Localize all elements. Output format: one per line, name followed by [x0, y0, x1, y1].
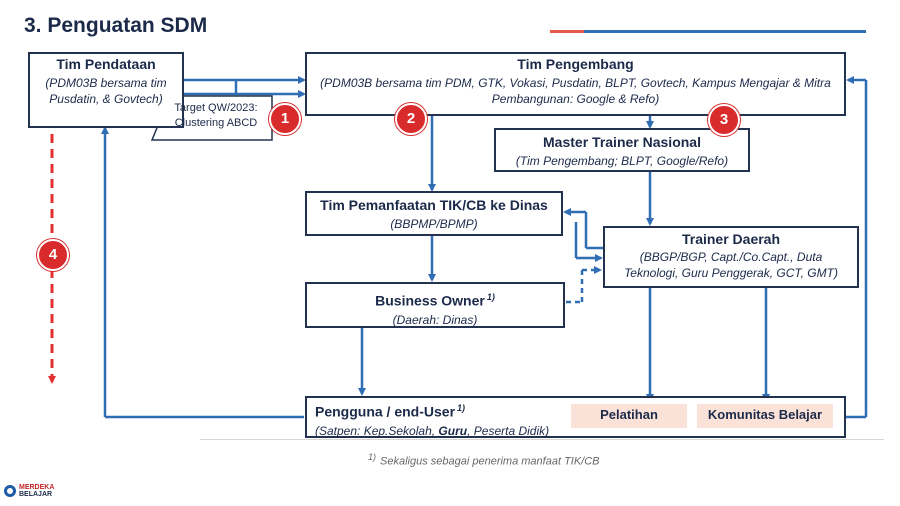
- business-owner-subtitle: (Daerah: Dinas): [392, 312, 478, 327]
- master-trainer-box: Master Trainer Nasional (Tim Pengembang;…: [494, 128, 750, 172]
- master-trainer-title: Master Trainer Nasional: [543, 134, 701, 150]
- master-trainer-subtitle: (Tim Pengembang; BLPT, Google/Refo): [515, 154, 729, 168]
- business-owner-footnote-mark: 1): [486, 292, 495, 302]
- tim-pemanfaatan-subtitle: (BBPMP/BPMP): [390, 217, 478, 231]
- pengguna-subtitle-a: (Satpen: Kep.Sekolah,: [315, 423, 439, 438]
- trainer-daerah-subtitle: (BBGP/BGP, Capt./Co.Capt., Duta Teknolog…: [624, 250, 838, 280]
- target-line1: Target QW/2023:: [174, 102, 258, 114]
- trainer-daerah-box: Trainer Daerah (BBGP/BGP, Capt./Co.Capt.…: [603, 226, 859, 288]
- step-badge-1: 1: [269, 103, 301, 135]
- tim-pengembang-subtitle: (PDM03B bersama tim PDM, GTK, Vokasi, Pu…: [320, 76, 831, 106]
- target-note: Target QW/2023: Clustering ABCD: [160, 101, 272, 131]
- business-owner-title: Business Owner: [375, 292, 485, 309]
- pengguna-subtitle: (Satpen: Kep.Sekolah, Guru, Peserta Didi…: [315, 421, 844, 439]
- pengguna-title: Pengguna / end-User: [315, 403, 456, 420]
- pengguna-footnote-mark: 1): [457, 403, 466, 413]
- komunitas-belajar-tag: Komunitas Belajar: [697, 404, 833, 428]
- page-title: 3. Penguatan SDM: [24, 14, 208, 37]
- merdeka-belajar-logo: MERDEKA BELAJAR: [4, 484, 54, 498]
- pengguna-subtitle-bold: Guru: [438, 423, 468, 438]
- tim-pendataan-title: Tim Pendataan: [56, 56, 156, 72]
- step-badge-4: 4: [37, 239, 69, 271]
- tim-pemanfaatan-box: Tim Pemanfaatan TIK/CB ke Dinas (BBPMP/B…: [305, 191, 563, 236]
- target-line2: Clustering ABCD: [174, 117, 258, 129]
- tim-pemanfaatan-title: Tim Pemanfaatan TIK/CB ke Dinas: [320, 197, 548, 213]
- footnote-text: Sekaligus sebagai penerima manfaat TIK/C…: [380, 455, 600, 468]
- trainer-daerah-title: Trainer Daerah: [681, 231, 781, 247]
- pelatihan-tag: Pelatihan: [571, 404, 687, 428]
- pengguna-subtitle-b: , Peserta Didik): [467, 423, 550, 438]
- logo-line2: BELAJAR: [19, 491, 53, 498]
- tim-pendataan-box: Tim Pendataan (PDM03B bersama tim Pusdat…: [28, 52, 184, 128]
- tim-pengembang-title: Tim Pengembang: [517, 56, 634, 72]
- footer-divider: [200, 439, 884, 440]
- logo-icon: [4, 485, 16, 497]
- step-badge-3: 3: [708, 104, 740, 136]
- logo-line1: MERDEKA: [19, 484, 55, 491]
- tim-pendataan-subtitle: (PDM03B bersama tim Pusdatin, & Govtech): [45, 76, 167, 106]
- logo-text: MERDEKA BELAJAR: [19, 484, 54, 498]
- tim-pengembang-box: Tim Pengembang (PDM03B bersama tim PDM, …: [305, 52, 846, 116]
- footnote-mark: 1): [368, 452, 377, 462]
- title-accent-bar: [550, 30, 866, 33]
- step-badge-2: 2: [395, 103, 427, 135]
- footnote: 1)Sekaligus sebagai penerima manfaat TIK…: [366, 452, 600, 468]
